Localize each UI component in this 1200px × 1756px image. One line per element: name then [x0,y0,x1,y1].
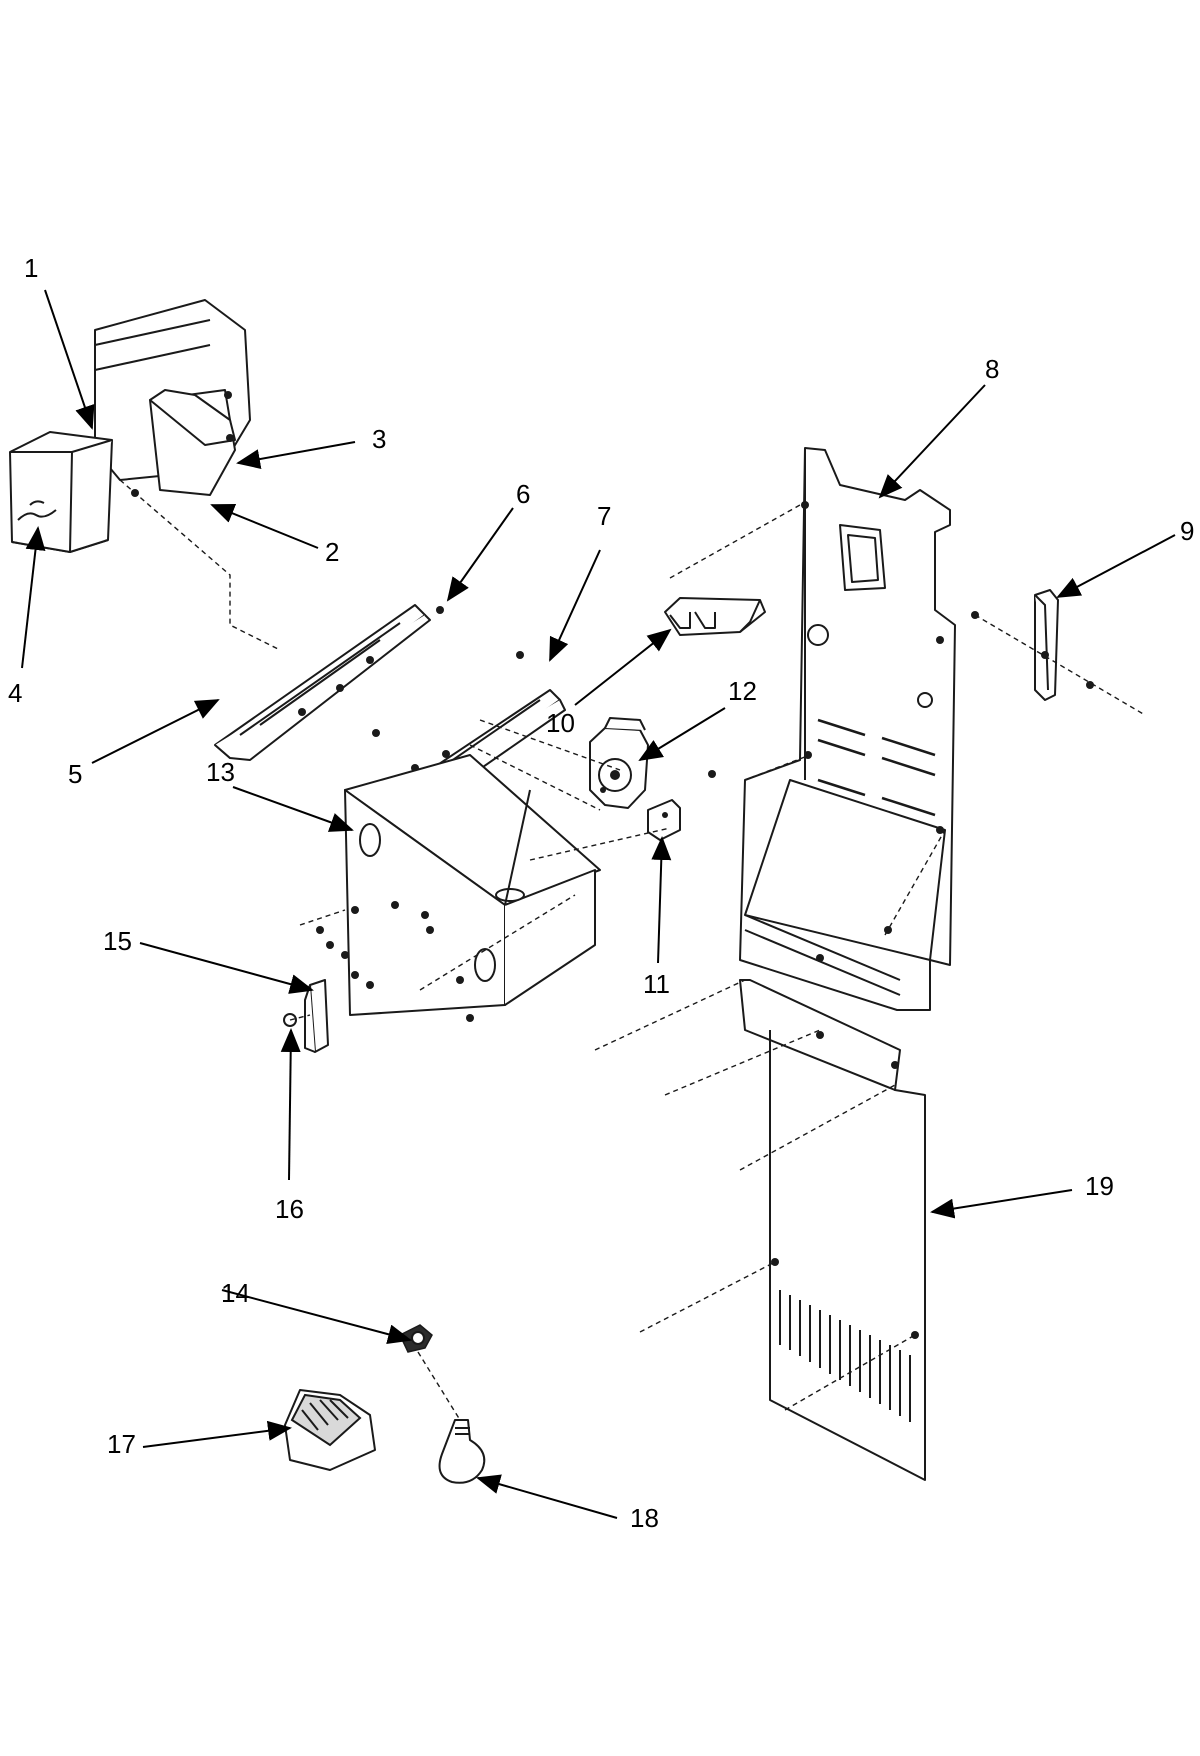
callout-14: 14 [221,1278,250,1308]
callout-1: 1 [24,253,38,283]
motor-part-12 [589,717,649,809]
lower-panel-part-19 [739,979,926,1481]
leader-lines [21,289,1176,1519]
bracket-part-9 [971,589,1094,701]
callout-10: 10 [546,708,575,738]
ice-maker-assembly [9,299,251,553]
callout-16: 16 [275,1194,304,1224]
callout-17: 17 [107,1429,136,1459]
assembly-guide-lines [119,479,1146,1421]
callout-7: 7 [597,501,611,531]
callout-5: 5 [68,759,82,789]
callout-15: 15 [103,926,132,956]
duct-part-10 [664,597,766,636]
callout-11: 11 [643,969,670,999]
screw-part-6 [436,606,444,614]
light-bulb-part-18 [438,1419,486,1484]
rear-panel [739,447,956,1011]
callout-numbers: 1 2 3 4 5 6 7 8 9 10 11 12 13 14 15 16 1… [8,253,1194,1533]
grille-vents [779,1290,911,1422]
callout-8: 8 [985,354,999,384]
callout-19: 19 [1085,1171,1114,1201]
housing-part-13 [316,754,601,1022]
callout-12: 12 [728,676,757,706]
callout-2: 2 [325,537,339,567]
callout-4: 4 [8,678,22,708]
callout-6: 6 [516,479,530,509]
switch-part-11 [647,770,716,841]
lamp-cover-part-17 [284,1389,376,1471]
callout-18: 18 [630,1503,659,1533]
callout-9: 9 [1180,516,1194,546]
callout-3: 3 [372,424,386,454]
shelf-rail-left [214,604,431,761]
callout-13: 13 [206,757,235,787]
